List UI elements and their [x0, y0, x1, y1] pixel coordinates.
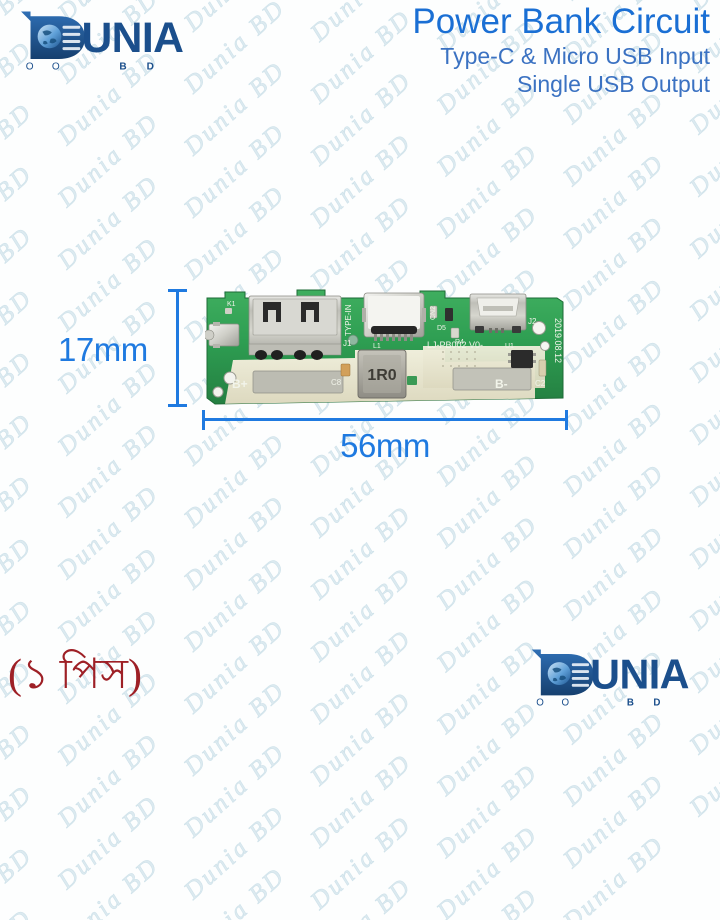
quantity-badge: (১ পিস) [8, 652, 142, 698]
pcb-silkscreen: B+ B- LJ-PB002 V0- 2019.08.12 TYPE-IN J1… [227, 301, 563, 391]
mounting-holes [212, 321, 550, 398]
inductor-marking: 1R0 [367, 367, 396, 384]
dimension-width-cap-right [565, 410, 568, 430]
type-c-connector [362, 292, 426, 341]
svg-text:D: D [147, 62, 154, 72]
watermark-text: Dunia BD [0, 841, 39, 920]
silk-cn2: CN2 [430, 306, 437, 320]
watermark-text: Dunia BD [558, 706, 671, 812]
silk-model: LJ-PB002 V0- [427, 340, 483, 350]
pcb-via-matrix [442, 351, 476, 367]
silk-c2: C2 [535, 379, 546, 388]
header: UNIA O O B D Power Bank Circuit Type-C &… [0, 0, 720, 118]
svg-text:D: D [653, 698, 660, 708]
silk-j2: J2 [528, 317, 537, 326]
power-button [205, 322, 240, 348]
dimension-height-cap-top [168, 289, 187, 292]
svg-text:O: O [52, 62, 60, 72]
silk-u1: U1 [505, 343, 514, 350]
silk-b-minus: B- [495, 377, 508, 391]
brand-logo-footer: UNIA O O B D [516, 646, 708, 708]
watermark-text: Dunia BD [432, 882, 544, 920]
silk-type-in: TYPE-IN [344, 304, 353, 336]
watermark-text: Dunia BD [431, 820, 544, 920]
battery-pads [252, 367, 532, 394]
svg-text:UNIA: UNIA [81, 14, 183, 62]
dimension-width-label-wrap: 56mm [0, 427, 720, 465]
watermark-text: Dunia BD [305, 748, 418, 853]
watermark-text: Dunia BD [558, 830, 671, 920]
power-inductor: 1R0 [357, 349, 407, 399]
watermark-text: Dunia BD [0, 779, 39, 885]
dimension-width-line [202, 418, 568, 421]
svg-text:UNIA: UNIA [590, 651, 689, 697]
watermark-text: Dunia BD [52, 852, 165, 920]
globe-icon [37, 24, 62, 49]
svg-text:O: O [536, 698, 544, 708]
watermark-text: Dunia BD [684, 717, 720, 822]
watermark-text: Dunia BD [0, 717, 39, 823]
subtitle-output: Single USB Output [516, 71, 710, 97]
watermark-text: Dunia BD [179, 800, 291, 905]
silk-j1: J1 [343, 339, 352, 348]
product-figure: 17mm 56mm [0, 255, 720, 475]
pcb-board: 1R0 [205, 288, 567, 408]
watermark-text: Dunia BD [52, 790, 165, 895]
silk-c8: C8 [331, 378, 342, 387]
dimension-width-label: 56mm [340, 427, 430, 464]
dimension-width-cap-left [202, 410, 205, 430]
micro-usb-connector [469, 293, 527, 333]
watermark-text: Dunia BD [431, 758, 544, 864]
title-block: Power Bank Circuit Type-C & Micro USB In… [412, 2, 710, 98]
watermark-text: Dunia BD [179, 738, 291, 843]
watermark-text: Dunia BD [52, 728, 165, 833]
svg-text:O: O [561, 698, 569, 708]
dimension-height-cap-bottom [168, 404, 187, 407]
watermark-text: Dunia BD [305, 810, 418, 915]
usb-a-connector [248, 295, 342, 360]
smd-components [225, 305, 547, 385]
silk-l1: L1 [373, 343, 381, 350]
svg-text:B: B [627, 698, 634, 708]
dunia-logo-icon: UNIA O O B D [21, 11, 184, 72]
watermark-text: Dunia BD [305, 872, 418, 920]
subtitle-input: Type-C & Micro USB Input [440, 43, 710, 69]
svg-text:O: O [26, 62, 34, 72]
power-ic [508, 350, 536, 368]
svg-text:B: B [119, 62, 126, 72]
dimension-height-label: 17mm [58, 331, 148, 368]
dunia-logo-icon-footer: UNIA O O B D [531, 649, 689, 708]
watermark-text: Dunia BD [179, 862, 291, 920]
globe-icon-footer [547, 662, 571, 686]
watermark-text: Dunia BD [558, 768, 671, 874]
watermark-text: Dunia BD [52, 914, 165, 920]
silk-b-plus: B+ [232, 377, 248, 391]
silk-d5: D5 [437, 325, 446, 332]
silk-r4: R4 [455, 339, 464, 346]
watermark-text: Dunia BD [0, 904, 39, 920]
silk-k1: K1 [227, 301, 236, 308]
brand-logo-header: UNIA O O B D [14, 8, 194, 72]
silk-date-code: 2019.08.12 [553, 318, 563, 363]
dimension-height-line [176, 289, 179, 407]
page-title: Power Bank Circuit [412, 2, 710, 41]
